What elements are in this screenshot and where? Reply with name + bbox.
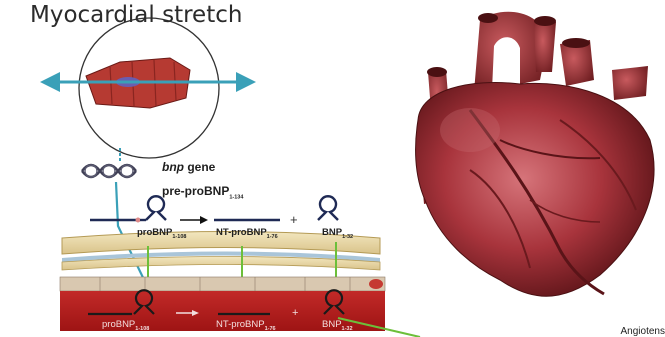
vessel-ntprobnp-label: NT-proBNP1-76 <box>216 319 276 332</box>
dna-helix-icon <box>82 165 136 177</box>
heart-illustration <box>416 12 654 297</box>
diagram-title: Myocardial stretch <box>30 2 242 28</box>
membrane-probnp-label: proBNP1-108 <box>137 227 186 240</box>
vessel-plus: + <box>292 307 298 319</box>
vessel-bnp-label: BNP1-32 <box>322 319 353 332</box>
membrane-ntprobnp-label: NT-proBNP1-76 <box>216 227 278 240</box>
footer-angiotensin-label: Angiotens <box>621 326 665 337</box>
precursor-label: pre-proBNP1-134 <box>162 184 243 200</box>
peptide-loop-icon <box>318 196 338 220</box>
myocyte-stretch-illustration <box>40 18 256 158</box>
cleavage-arrow <box>180 216 208 224</box>
gene-label: bnp gene <box>162 160 215 174</box>
membrane-bnp-label: BNP1-32 <box>322 227 353 240</box>
membrane-plus: + <box>290 212 298 227</box>
vessel-probnp-label: proBNP1-108 <box>102 319 149 332</box>
